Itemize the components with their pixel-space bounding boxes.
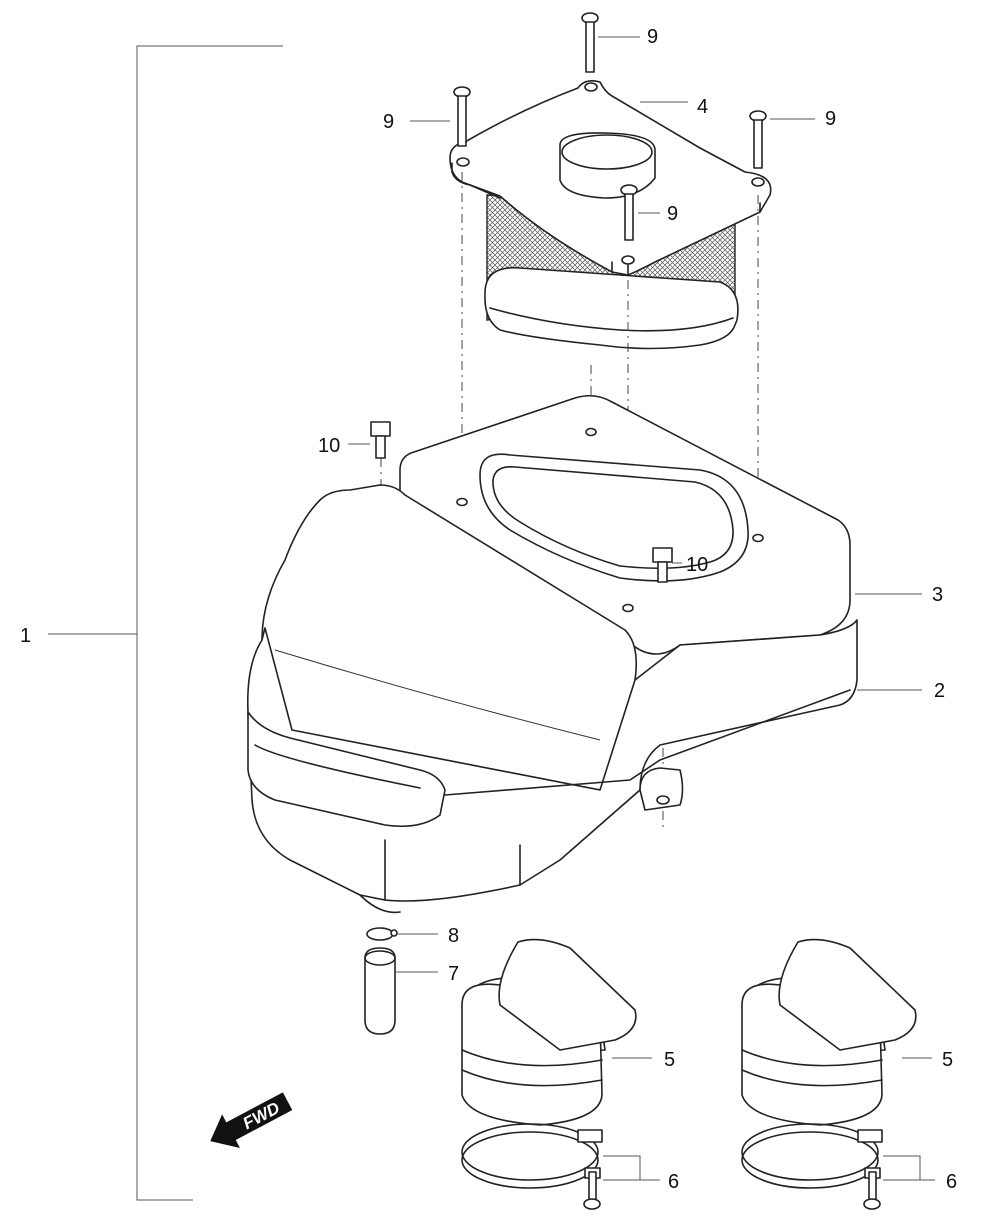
screw-9-center [620,184,638,241]
upper-case [261,394,851,791]
fwd-label: FWD [240,1098,283,1133]
drain-plug [364,947,396,1035]
assembly-bracket [48,45,283,1201]
callout-5-right: 5 [942,1049,953,1071]
callout-10-left: 10 [318,435,340,457]
fwd-arrow-icon: FWD [210,1092,293,1148]
intake-duct-left [461,938,637,1126]
drain-clip [366,927,398,941]
callout-6-left: 6 [668,1171,679,1193]
callout-9-center: 9 [667,203,678,225]
bolt-10-left [370,421,391,459]
leader-lines [348,36,935,1181]
callout-4: 4 [697,96,708,118]
callout-6-right: 6 [946,1171,957,1193]
bolt-set-10 [370,421,673,583]
screw-set-9 [453,12,767,241]
callout-7: 7 [448,963,459,985]
clamp-screw-right [863,1171,881,1210]
callout-9-left: 9 [383,111,394,133]
hose-clamp-left [461,1123,603,1210]
callout-labels: 1 2 3 4 5 5 6 6 7 8 9 9 9 9 10 10 [20,26,957,1193]
lower-case [246,619,858,914]
screw-9-left [453,86,471,147]
callout-9-top: 9 [647,26,658,48]
callout-5-left: 5 [664,1049,675,1071]
callout-10-right: 10 [686,554,708,576]
filter-cover [449,80,772,276]
clamp-screw-left [583,1171,601,1210]
hose-clamp-right [741,1123,883,1210]
callout-1: 1 [20,625,31,647]
callout-9-right: 9 [825,108,836,130]
callout-2: 2 [934,680,945,702]
callout-3: 3 [932,584,943,606]
screw-9-right [749,110,767,169]
bolt-10-right [652,547,673,583]
intake-duct-right [741,938,917,1126]
screw-9-top [581,12,599,73]
callout-8: 8 [448,925,459,947]
